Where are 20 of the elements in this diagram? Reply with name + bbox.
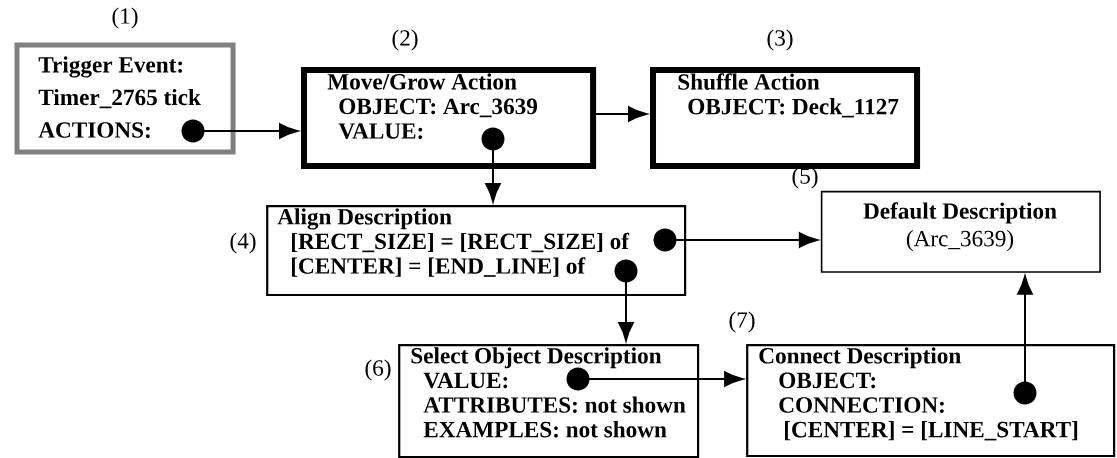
arrow	[481, 127, 505, 203]
text-box: Align Description [RECT_SIZE] = [RECT_SIZE] of [CENTER] = [END_LINE] of	[266, 205, 687, 297]
step-number: (4)	[230, 232, 256, 254]
arrow	[595, 106, 647, 122]
arrow	[1013, 275, 1037, 405]
step-number: (1)	[112, 7, 138, 29]
text-box: Select Object Description VALUE: ATTRIBUTES: not shown EXAMPLES: not shown	[398, 344, 700, 458]
text-box: Shuffle Action OBJECT: Deck_1127	[650, 67, 921, 169]
step-number: (3)	[767, 29, 793, 51]
text-box: Move/Grow Action OBJECT: Arc_3639 VALUE:	[301, 67, 597, 169]
step-number: (7)	[729, 311, 755, 333]
step-number: (2)	[392, 29, 418, 51]
text-box: Trigger Event: Timer_2765 tick ACTIONS:	[14, 42, 236, 155]
step-number: (6)	[365, 359, 391, 381]
arrow	[181, 119, 298, 143]
arrow	[653, 228, 818, 252]
text-box: Default Description (Arc_3639)	[820, 190, 1101, 273]
text-box: Connect Description OBJECT: CONNECTION: [CENTER] = [LINE_START]	[746, 344, 1116, 458]
arrow	[566, 367, 744, 391]
arrow	[614, 259, 638, 342]
